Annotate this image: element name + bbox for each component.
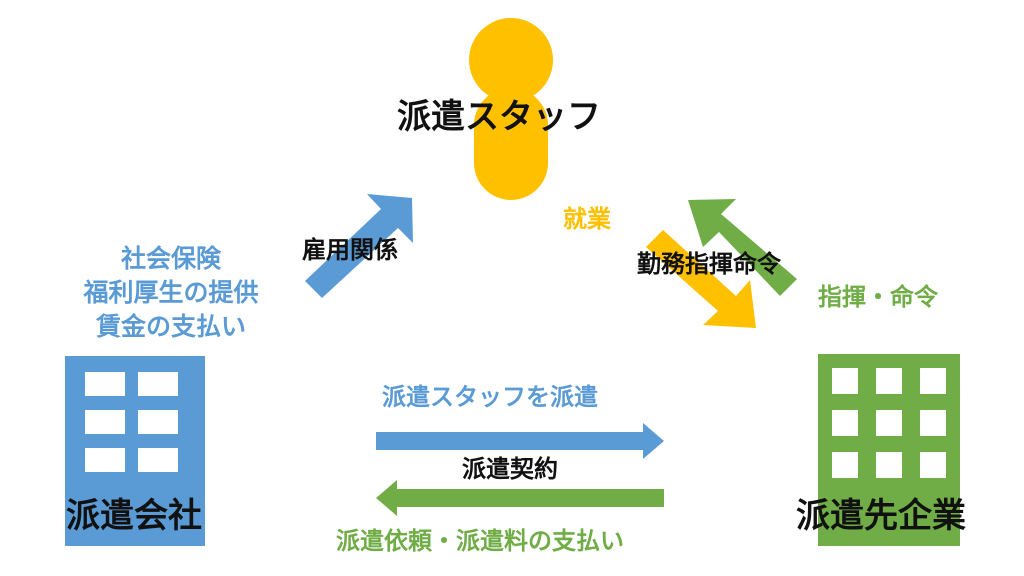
- client-company-label: 派遣先企業: [796, 496, 966, 536]
- duty-item: 社会保険: [120, 244, 221, 273]
- command-arrow: [688, 199, 797, 296]
- instructions-label: 勤務指揮命令: [637, 250, 781, 278]
- work-label: 就業: [563, 205, 611, 233]
- duty-item: 福利厚生の提供: [83, 278, 259, 307]
- work-arrow: [646, 230, 756, 328]
- request-payment-label: 派遣依頼・派遣料の支払い: [336, 527, 624, 555]
- command-label: 指揮・命令: [818, 283, 938, 311]
- staff-head: [469, 18, 553, 102]
- dispatch-company-building-icon: [65, 356, 205, 546]
- employment-label: 雇用関係: [302, 236, 398, 264]
- client-company-building-icon: [818, 354, 960, 546]
- dispatch-staff-label: 派遣スタッフを派遣: [382, 383, 598, 411]
- staff-label: 派遣スタッフ: [397, 97, 601, 137]
- employment-arrow: [305, 194, 413, 298]
- dispatch-company-label: 派遣会社: [66, 496, 202, 536]
- dispatch-staff-arrow: [376, 423, 664, 459]
- duty-item: 賃金の支払い: [95, 312, 246, 341]
- staff-person-icon: [469, 18, 553, 200]
- contract-label: 派遣契約: [462, 455, 558, 483]
- staff-body: [474, 88, 548, 200]
- request-payment-arrow: [376, 480, 664, 516]
- dispatch-duties-list: 社会保険 福利厚生の提供 賃金の支払い: [66, 242, 276, 344]
